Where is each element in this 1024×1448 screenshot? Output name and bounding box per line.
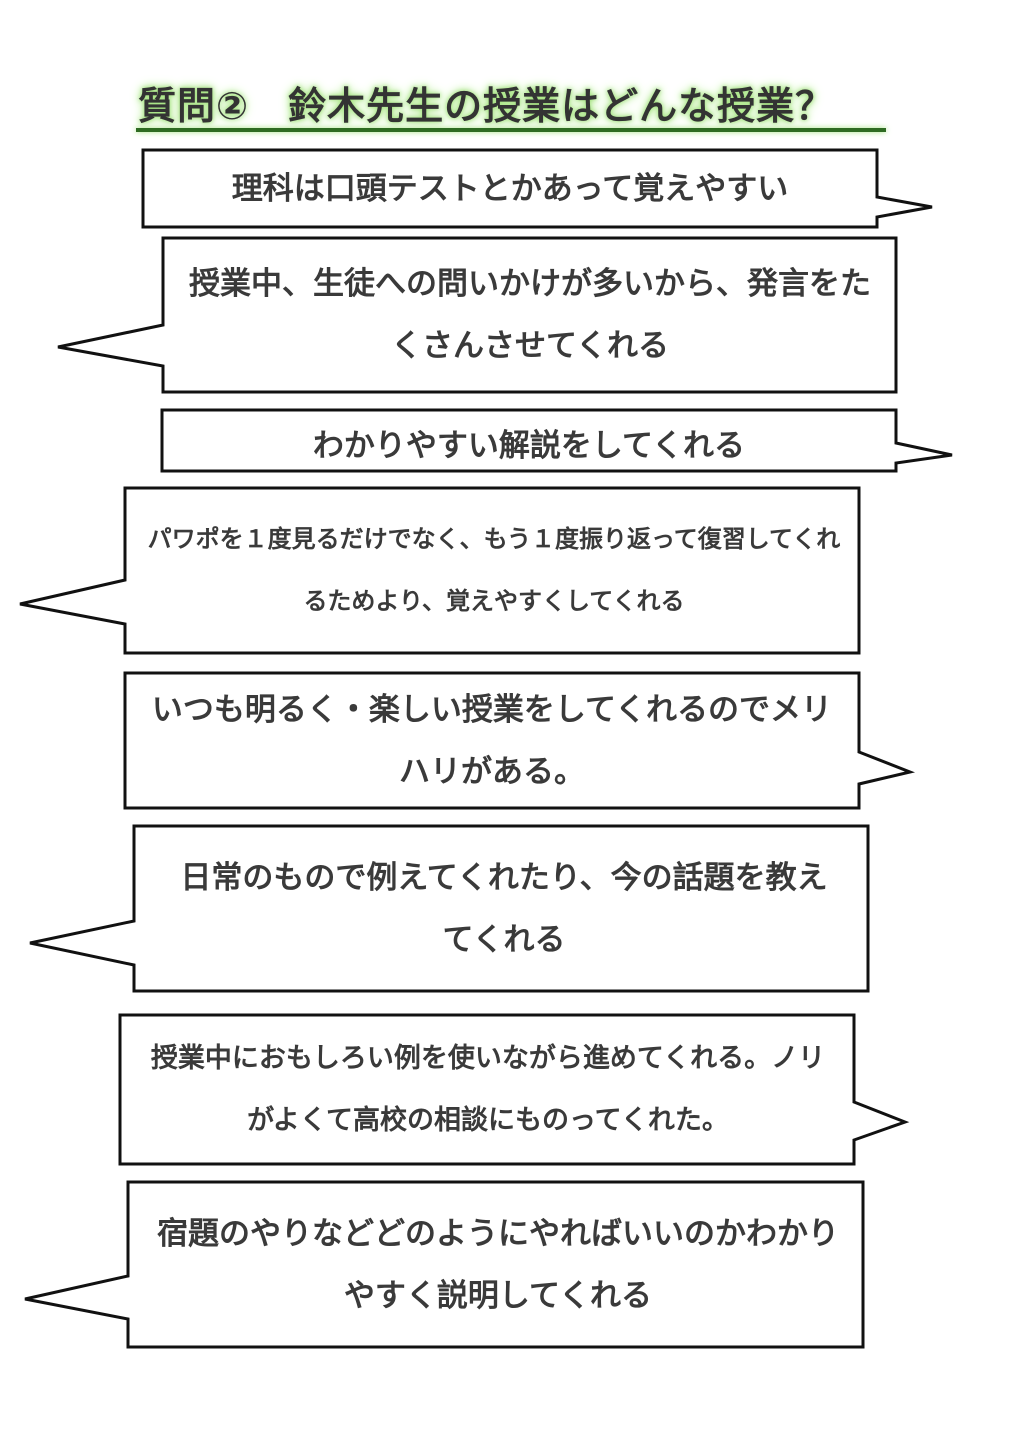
title-underline (136, 128, 886, 132)
bubble-text-7: 授業中におもしろい例を使いながら進めてくれる。ノリがよくて高校の相談にものってく… (150, 1043, 826, 1136)
speech-bubble-1 (141, 148, 933, 229)
speech-bubble-4 (19, 486, 861, 655)
speech-bubble-6 (29, 824, 870, 993)
speech-bubble-8 (24, 1180, 865, 1349)
speech-bubble-3 (160, 408, 953, 473)
bubble-text-3: わかりやすい解説をしてくれる (312, 428, 746, 464)
speech-bubble-7 (118, 1013, 910, 1166)
speech-bubble-2 (57, 236, 898, 394)
bubble-text-5: いつも明るく・楽しい授業をしてくれるのでメリハリがある。 (151, 691, 833, 790)
speech-bubble-5 (123, 671, 916, 810)
bubble-text-6: 日常のもので例えてくれたり、今の話題を教えてくれる (180, 859, 828, 958)
page-title: 質問② 鈴木先生の授業はどんな授業？ (138, 84, 835, 128)
bubble-text-8: 宿題のやりなどどのようにやればいいのかわかりやすく説明してくれる (157, 1215, 839, 1314)
bubble-text-2: 授業中、生徒への問いかけが多いから、発言をたくさんさせてくれる (189, 266, 871, 364)
bubble-text-1: 理科は口頭テストとかあって覚えやすい (231, 170, 789, 207)
bubble-text-4: パワポを１度見るだけでなく、もう１度振り返って復習してくれるためより、覚えやすく… (147, 525, 841, 615)
